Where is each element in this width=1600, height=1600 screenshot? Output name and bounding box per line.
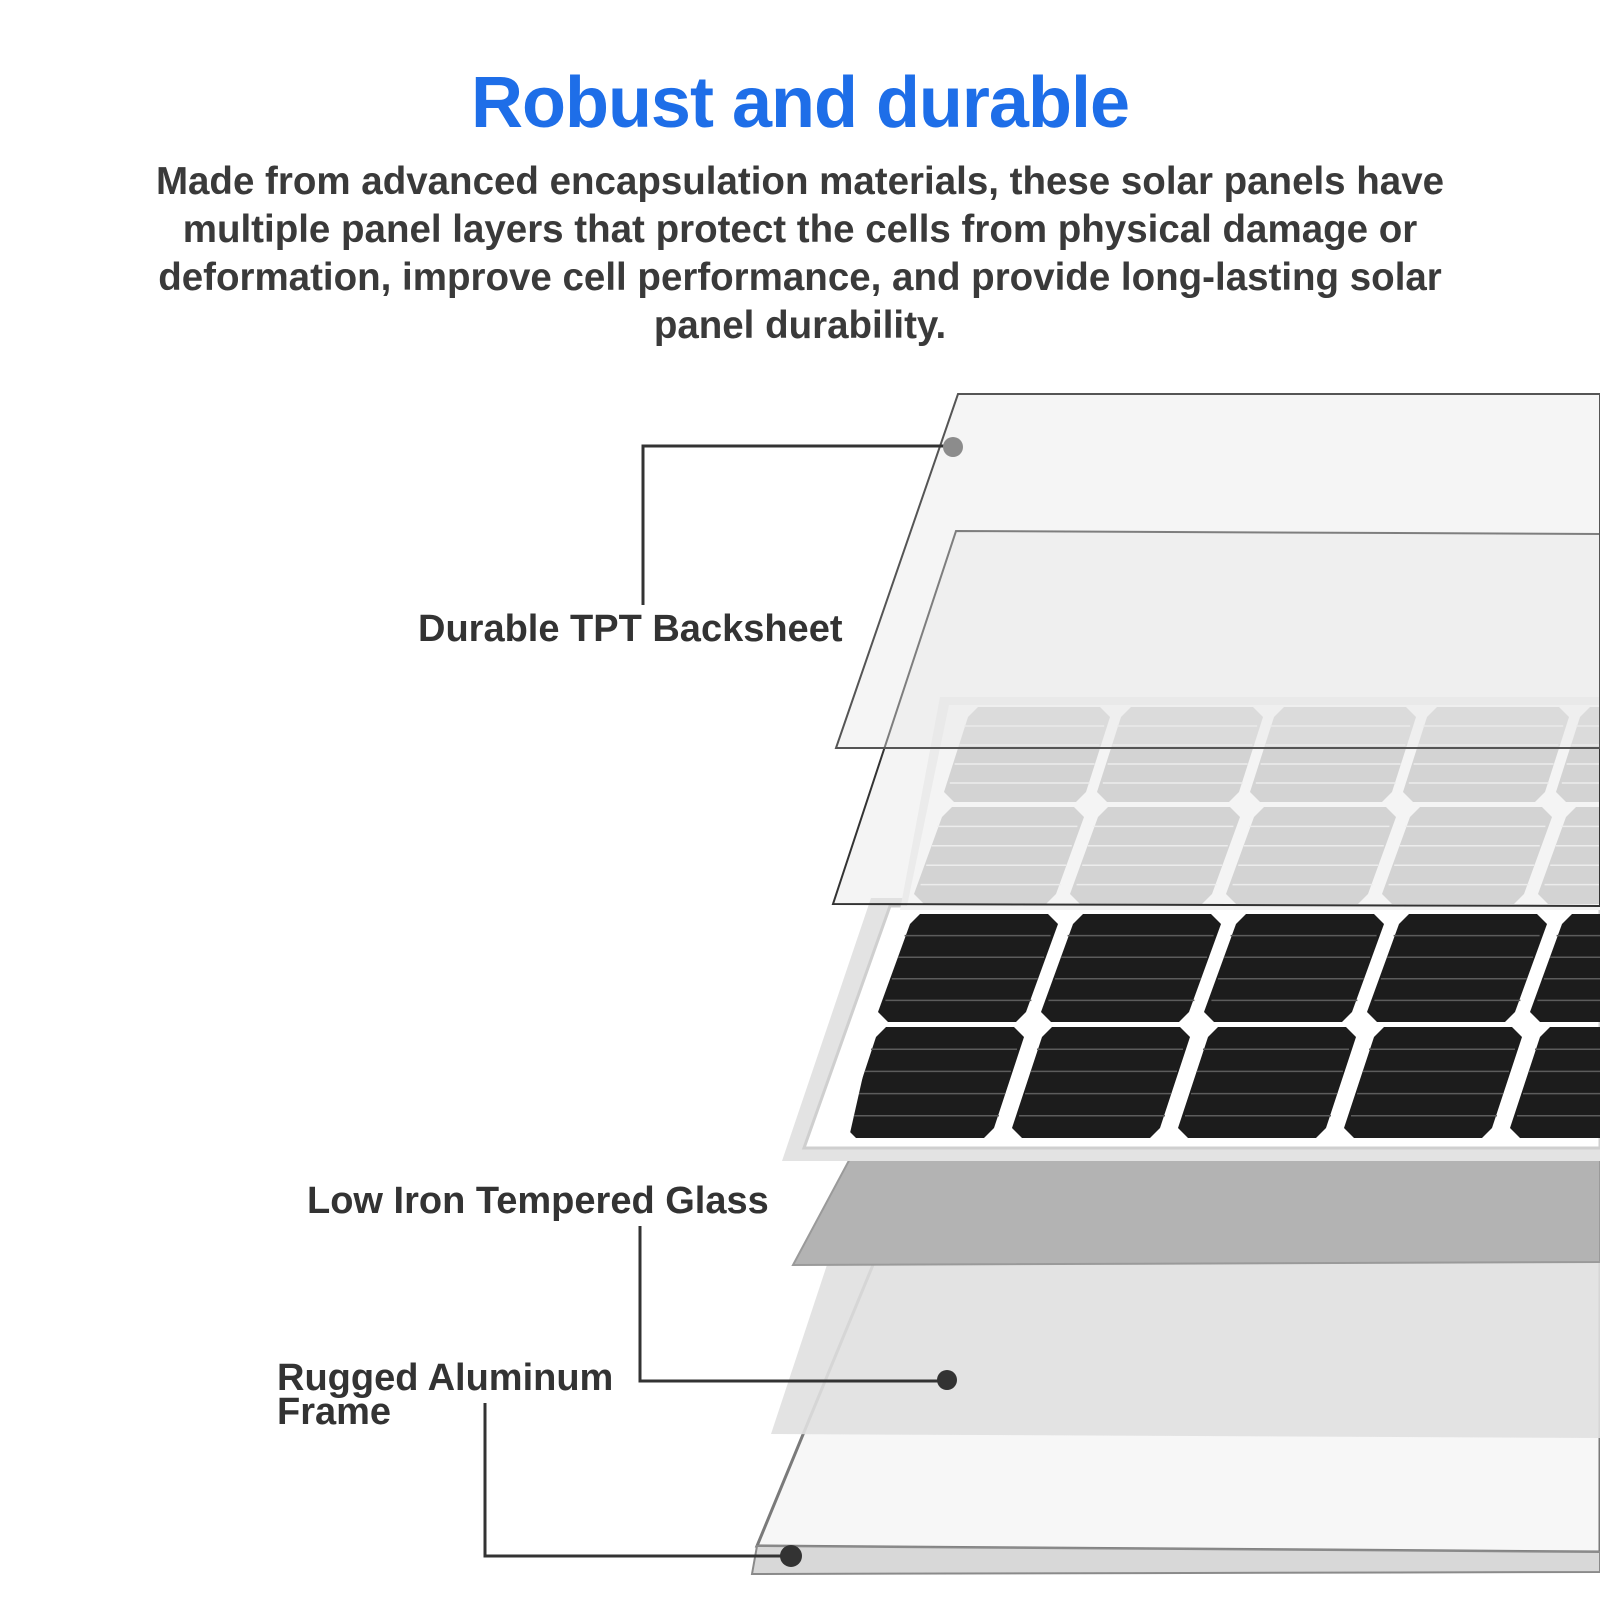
callout-glass: [638, 1226, 957, 1390]
solar-cell: [1538, 807, 1600, 904]
solar-cell-layer: [782, 898, 1600, 1161]
encapsulant-sheet: [831, 529, 1600, 908]
callout-backsheet: [641, 437, 963, 605]
page-title: Robust and durable: [470, 63, 1130, 143]
solar-cell: [1204, 914, 1384, 1022]
solar-cell: [878, 914, 1058, 1022]
solar-cell: [1012, 1027, 1190, 1138]
solar-cell: [1367, 914, 1547, 1022]
solar-cell: [944, 707, 1110, 802]
solar-cell: [1041, 914, 1221, 1022]
solar-cell: [1382, 807, 1552, 904]
solar-cell: [1344, 1027, 1522, 1138]
label-tempered-glass: Low Iron Tempered Glass: [307, 1180, 769, 1222]
solar-cell: [1510, 1027, 1600, 1138]
label-aluminum-frame: Rugged Aluminum Frame: [277, 1357, 614, 1433]
solar-cell: [1226, 807, 1396, 904]
label-tpt-backsheet: Durable TPT Backsheet: [418, 608, 843, 650]
solar-cell: [1250, 707, 1416, 802]
solar-cell: [1178, 1027, 1356, 1138]
tpt-backsheet-layer: [834, 393, 1600, 749]
solar-cell: [914, 807, 1084, 904]
solar-cell: [1530, 914, 1600, 1022]
solar-cell: [848, 1027, 1024, 1138]
page-description: Made from advanced encapsulation materia…: [155, 160, 1445, 347]
solar-cell: [1403, 707, 1569, 802]
solar-cell: [1070, 807, 1240, 904]
solar-cell: [1097, 707, 1263, 802]
translucent-cell-layer: [900, 697, 1600, 910]
callout-frame: [483, 1403, 802, 1567]
solar-cell: [1556, 707, 1600, 802]
